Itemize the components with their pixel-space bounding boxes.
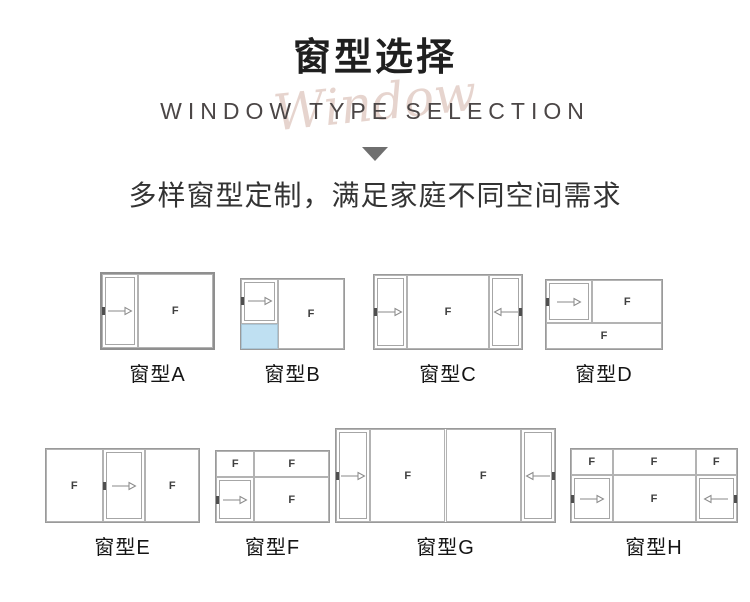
window-label-D: 窗型D bbox=[575, 364, 633, 386]
window-diagram-A: F bbox=[100, 272, 215, 350]
fixed-pane-label: F bbox=[600, 330, 608, 343]
fixed-pane-label: F bbox=[444, 306, 452, 318]
arrow-right-icon bbox=[107, 306, 133, 316]
fixed-pane-label: F bbox=[168, 479, 176, 492]
pane-sliding-left bbox=[521, 429, 555, 522]
subtitle-english: WINDOW TYPE SELECTION bbox=[160, 98, 590, 124]
handle-mark bbox=[336, 471, 339, 480]
subtitle-wrap: Window WINDOW TYPE SELECTION bbox=[0, 64, 750, 143]
pane-sliding-left bbox=[695, 475, 737, 522]
window-diagram-F: F F F bbox=[215, 450, 330, 523]
pane-fixed: F bbox=[571, 449, 613, 476]
window-label-C: 窗型C bbox=[419, 364, 477, 386]
pane-sliding-right bbox=[102, 274, 138, 348]
handle-mark bbox=[734, 494, 737, 503]
fixed-pane-label: F bbox=[171, 305, 179, 317]
fixed-pane-label: F bbox=[404, 469, 412, 482]
window-diagram-C: F bbox=[373, 274, 523, 350]
arrow-right-icon bbox=[247, 297, 273, 306]
window-label-F: 窗型F bbox=[244, 537, 301, 559]
handle-mark bbox=[571, 494, 574, 503]
pane-sliding-right bbox=[102, 449, 146, 522]
pane-fixed: F bbox=[216, 451, 255, 478]
fixed-pane-label: F bbox=[650, 456, 658, 469]
window-label-H: 窗型H bbox=[625, 537, 683, 559]
pane-sliding-right bbox=[336, 429, 370, 522]
pane-fixed: F bbox=[254, 451, 329, 478]
pane-sliding-left bbox=[489, 275, 522, 349]
fixed-pane-label: F bbox=[712, 456, 720, 469]
window-label-G: 窗型G bbox=[416, 537, 475, 559]
pane-sliding-right bbox=[571, 475, 613, 522]
window-label-B: 窗型B bbox=[264, 364, 321, 386]
arrow-right-icon bbox=[340, 471, 366, 480]
arrow-right-icon bbox=[112, 481, 137, 490]
handle-mark bbox=[546, 297, 549, 306]
pane-fixed: F bbox=[612, 449, 696, 476]
handle-mark bbox=[216, 495, 219, 504]
pane-fixed: F bbox=[612, 475, 696, 522]
handle-mark bbox=[518, 308, 522, 316]
arrow-right-icon bbox=[579, 494, 605, 503]
window-diagram-H: F F F F bbox=[570, 448, 738, 523]
pane-fixed: F bbox=[369, 429, 446, 522]
pane-fixed: F bbox=[254, 477, 329, 522]
arrow-left-icon bbox=[525, 471, 551, 480]
pane-fixed: F bbox=[46, 449, 103, 522]
handle-mark bbox=[102, 481, 106, 490]
fixed-pane-label: F bbox=[288, 458, 296, 471]
arrow-right-icon bbox=[223, 495, 248, 504]
arrow-left-icon bbox=[493, 307, 518, 317]
fixed-pane-label: F bbox=[307, 308, 315, 320]
pane-sliding-right bbox=[546, 280, 593, 324]
pane-fixed: F bbox=[137, 274, 213, 348]
arrow-left-icon bbox=[703, 494, 729, 503]
window-label-E: 窗型E bbox=[94, 537, 151, 559]
pane-sliding-right bbox=[241, 279, 279, 324]
pane-fixed: F bbox=[278, 279, 344, 349]
arrow-right-icon bbox=[378, 307, 403, 317]
pane-fixed: F bbox=[406, 275, 490, 349]
pane-fixed: F bbox=[445, 429, 522, 522]
handle-mark bbox=[551, 471, 555, 480]
handle-mark bbox=[241, 297, 244, 306]
window-label-A: 窗型A bbox=[129, 364, 186, 386]
fixed-pane-label: F bbox=[231, 458, 239, 471]
pane-sliding-right bbox=[374, 275, 407, 349]
fixed-pane-label: F bbox=[623, 295, 631, 308]
handle-mark bbox=[102, 307, 105, 315]
tagline-text: 多样窗型定制，满足家庭不同空间需求 bbox=[128, 180, 622, 211]
pane-fixed: F bbox=[592, 280, 662, 324]
fixed-pane-label: F bbox=[288, 493, 296, 506]
pane-fixed: F bbox=[145, 449, 199, 522]
page-title: 窗型选择 bbox=[292, 37, 457, 79]
handle-mark bbox=[374, 308, 377, 316]
pane-blue-panel bbox=[241, 323, 279, 349]
arrow-right-icon bbox=[557, 297, 582, 307]
window-diagram-B: F bbox=[240, 278, 345, 350]
fixed-pane-label: F bbox=[70, 479, 78, 492]
fixed-pane-label: F bbox=[650, 492, 658, 505]
pane-fixed: F bbox=[546, 323, 662, 349]
fixed-pane-label: F bbox=[588, 456, 596, 469]
down-triangle-icon bbox=[362, 147, 388, 161]
pane-sliding-right bbox=[216, 477, 255, 522]
fixed-pane-label: F bbox=[479, 469, 487, 482]
pane-fixed: F bbox=[695, 449, 737, 476]
